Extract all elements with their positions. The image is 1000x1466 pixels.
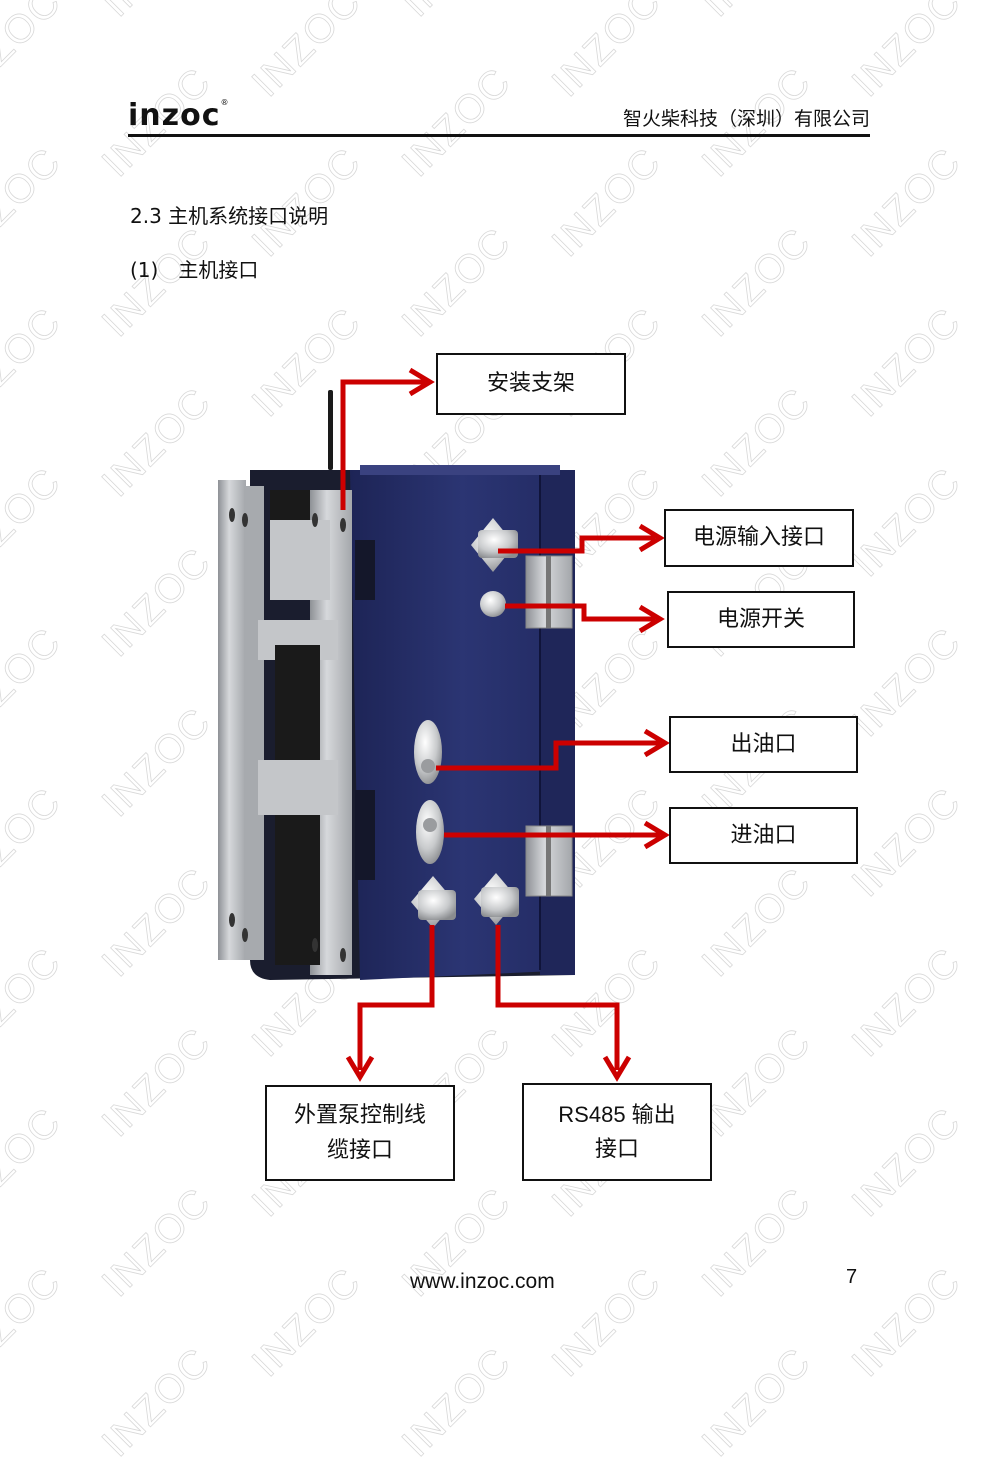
label-line-2: 接口 (594, 1137, 639, 1162)
rs485-connector (474, 873, 519, 925)
section-title: 2.3 主机系统接口说明 (130, 204, 329, 228)
label-mounting-bracket: 安装支架 (436, 353, 626, 415)
door-hinges (525, 555, 573, 897)
antenna-icon (328, 390, 333, 470)
footer-url: www.inzoc.com (410, 1270, 555, 1293)
callout-arrows (340, 367, 670, 1082)
label-line-1: RS485 输出 (558, 1101, 676, 1127)
logo-text: inzoc (128, 98, 221, 133)
page-header: inzoc® 智火柴科技（深圳）有限公司 (128, 92, 870, 137)
oil-inlet-connector (416, 800, 444, 864)
page-number: 7 (846, 1266, 858, 1288)
device-diagram (218, 367, 670, 1082)
subsection-number: (1) (130, 258, 159, 282)
mounting-bracket (218, 480, 375, 975)
label-line-1: 外置泵控制线 (293, 1102, 426, 1128)
label-pump-control-cable: 外置泵控制线 缆接口 (265, 1085, 455, 1181)
power-switch-button (480, 591, 506, 617)
label-rs485-output: RS485 输出 接口 (522, 1083, 712, 1181)
registered-mark: ® (220, 98, 230, 107)
oil-outlet-connector (414, 720, 442, 784)
header-divider (128, 134, 870, 137)
label-oil-outlet: 出油口 (669, 716, 858, 773)
company-name: 智火柴科技（深圳）有限公司 (622, 108, 870, 130)
subsection-title: (1) 主机接口 (130, 254, 258, 283)
label-oil-inlet: 进油口 (669, 807, 858, 864)
label-power-input: 电源输入接口 (664, 509, 854, 567)
pump-cable-connector (411, 876, 456, 928)
label-power-switch: 电源开关 (667, 591, 855, 648)
subsection-label: 主机接口 (178, 258, 259, 282)
inzoc-logo: inzoc® (128, 98, 230, 133)
label-line-2: 缆接口 (326, 1138, 393, 1163)
